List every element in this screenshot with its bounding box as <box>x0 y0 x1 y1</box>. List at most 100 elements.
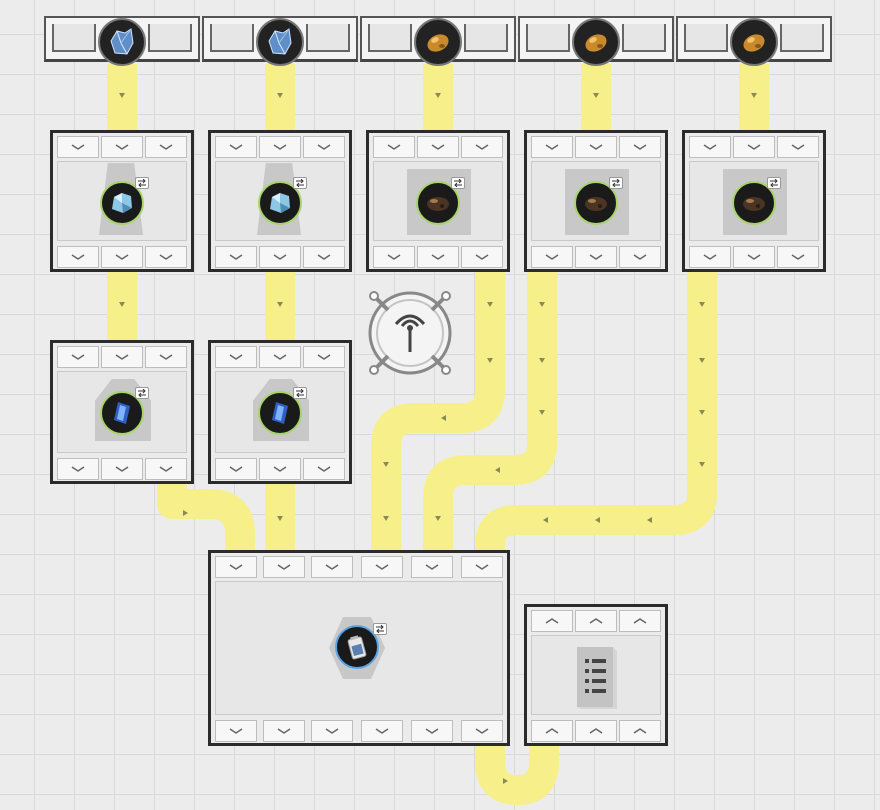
input-port[interactable] <box>733 136 775 158</box>
input-port[interactable] <box>689 136 731 158</box>
output-port[interactable] <box>215 246 257 268</box>
belt-processor-1[interactable] <box>157 484 255 552</box>
input-port[interactable] <box>263 556 305 578</box>
input-port[interactable] <box>777 136 819 158</box>
output-port[interactable] <box>57 458 99 480</box>
output-port[interactable] <box>373 246 415 268</box>
output-port[interactable] <box>311 720 353 742</box>
refiner-3[interactable] <box>366 130 510 272</box>
swap-recipe-icon[interactable] <box>135 177 149 189</box>
input-port[interactable] <box>619 136 661 158</box>
crystal-ore-icon[interactable] <box>256 18 304 66</box>
dock-slot <box>464 24 508 52</box>
input-port[interactable] <box>145 346 187 368</box>
refiner-2[interactable] <box>208 130 352 272</box>
assembler[interactable] <box>208 550 510 746</box>
input-port[interactable] <box>101 136 143 158</box>
output-port[interactable] <box>259 458 301 480</box>
upper-port[interactable] <box>575 610 617 632</box>
input-port[interactable] <box>417 136 459 158</box>
output-port[interactable] <box>215 720 257 742</box>
input-port[interactable] <box>311 556 353 578</box>
swap-recipe-icon[interactable] <box>135 387 149 399</box>
signal-antenna-icon <box>394 314 426 352</box>
swap-recipe-icon[interactable] <box>293 387 307 399</box>
output-port[interactable] <box>57 246 99 268</box>
input-port[interactable] <box>145 136 187 158</box>
refiner-4[interactable] <box>524 130 668 272</box>
dock-slot <box>210 24 254 52</box>
dock-slot <box>780 24 824 52</box>
output-port[interactable] <box>461 246 503 268</box>
input-port[interactable] <box>575 136 617 158</box>
processor-1[interactable] <box>50 340 194 484</box>
battery-icon[interactable] <box>335 625 379 669</box>
belt-refiner-3[interactable] <box>371 272 505 552</box>
input-port[interactable] <box>303 136 345 158</box>
output-port[interactable] <box>259 246 301 268</box>
input-port[interactable] <box>303 346 345 368</box>
refiner-1[interactable] <box>50 130 194 272</box>
output-port[interactable] <box>101 458 143 480</box>
amber-ore-icon[interactable] <box>414 18 462 66</box>
output-port[interactable] <box>361 720 403 742</box>
swap-recipe-icon[interactable] <box>373 623 387 635</box>
input-port[interactable] <box>531 136 573 158</box>
output-port[interactable] <box>575 246 617 268</box>
output-port[interactable] <box>461 720 503 742</box>
input-port[interactable] <box>57 136 99 158</box>
dock-slot <box>306 24 350 52</box>
storage-list-icon <box>575 645 619 715</box>
input-port[interactable] <box>259 346 301 368</box>
input-port[interactable] <box>373 136 415 158</box>
dock-slot <box>368 24 412 52</box>
amber-ore-icon[interactable] <box>572 18 620 66</box>
output-port[interactable] <box>263 720 305 742</box>
upper-port[interactable] <box>531 610 573 632</box>
relay-tower[interactable] <box>362 286 458 380</box>
swap-recipe-icon[interactable] <box>451 177 465 189</box>
output-port[interactable] <box>417 246 459 268</box>
output-port[interactable] <box>619 246 661 268</box>
refiner-5[interactable] <box>682 130 826 272</box>
storage-depot[interactable] <box>524 604 668 746</box>
output-port[interactable] <box>145 246 187 268</box>
swap-recipe-icon[interactable] <box>609 177 623 189</box>
dock-slot <box>622 24 666 52</box>
swap-recipe-icon[interactable] <box>293 177 307 189</box>
dock-slot <box>684 24 728 52</box>
lower-port[interactable] <box>575 720 617 742</box>
input-port[interactable] <box>461 136 503 158</box>
lower-port[interactable] <box>531 720 573 742</box>
output-port[interactable] <box>101 246 143 268</box>
processor-2[interactable] <box>208 340 352 484</box>
output-port[interactable] <box>411 720 453 742</box>
dock-slot <box>148 24 192 52</box>
input-port[interactable] <box>101 346 143 368</box>
lower-port[interactable] <box>619 720 661 742</box>
output-port[interactable] <box>777 246 819 268</box>
input-port[interactable] <box>259 136 301 158</box>
belt-refiner-5[interactable] <box>475 272 717 561</box>
output-port[interactable] <box>303 458 345 480</box>
swap-recipe-icon[interactable] <box>767 177 781 189</box>
output-port[interactable] <box>215 458 257 480</box>
input-port[interactable] <box>215 346 257 368</box>
output-port[interactable] <box>145 458 187 480</box>
belt-refiner-4[interactable] <box>423 272 557 552</box>
input-port[interactable] <box>215 136 257 158</box>
output-port[interactable] <box>303 246 345 268</box>
input-port[interactable] <box>411 556 453 578</box>
crystal-ore-icon[interactable] <box>98 18 146 66</box>
output-port[interactable] <box>531 246 573 268</box>
input-port[interactable] <box>215 556 257 578</box>
output-port[interactable] <box>689 246 731 268</box>
input-port[interactable] <box>57 346 99 368</box>
input-port[interactable] <box>361 556 403 578</box>
belt-output[interactable] <box>475 746 559 805</box>
output-port[interactable] <box>733 246 775 268</box>
upper-port[interactable] <box>619 610 661 632</box>
input-port[interactable] <box>461 556 503 578</box>
amber-ore-icon[interactable] <box>730 18 778 66</box>
